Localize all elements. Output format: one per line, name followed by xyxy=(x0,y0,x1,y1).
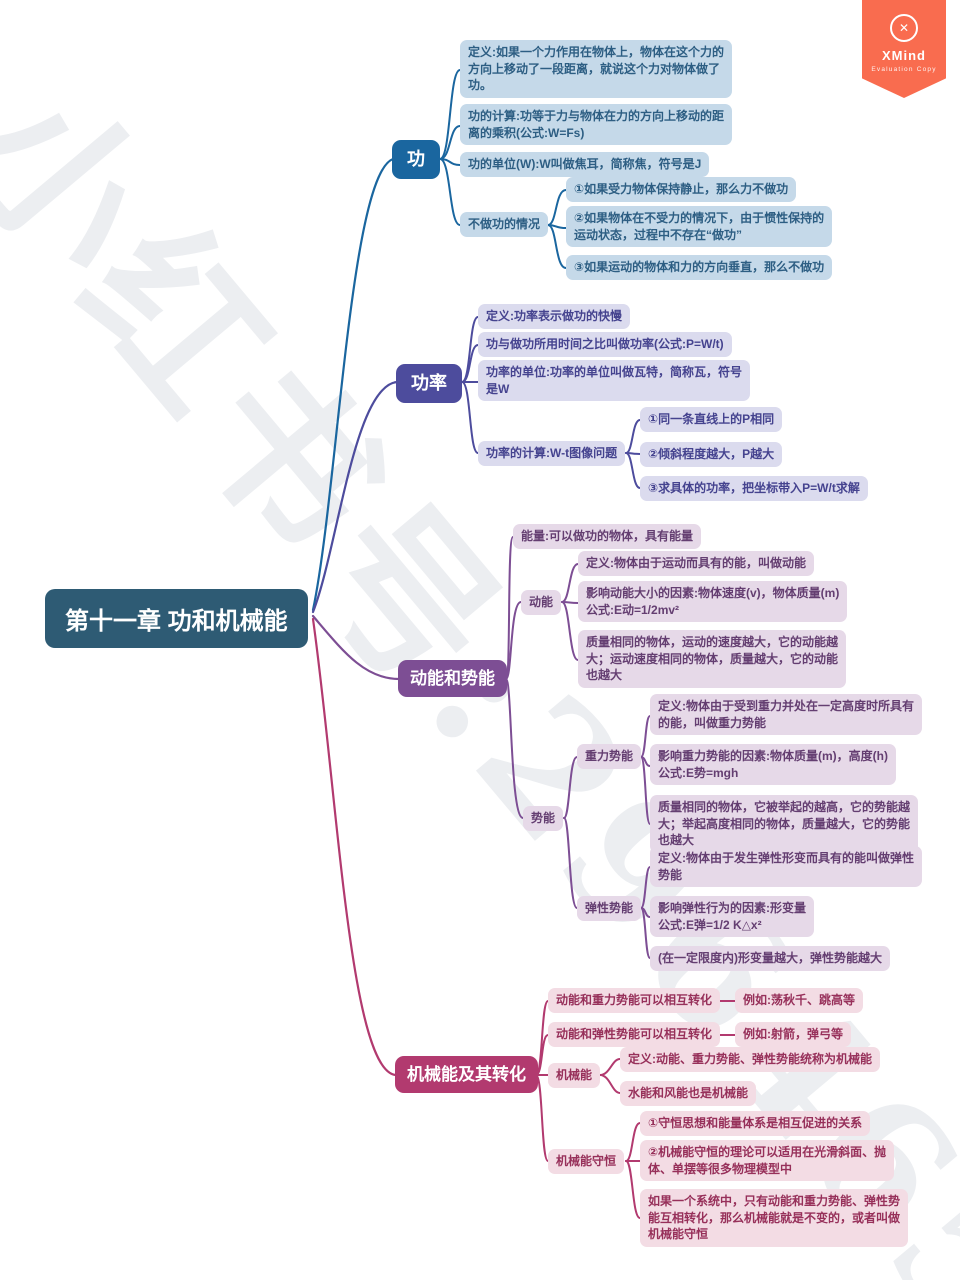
node-kinetic-compare[interactable]: 质量相同的物体，运动的速度越大，它的动能越 大；运动速度相同的物体，质量越大，它… xyxy=(578,630,847,688)
node-ke-gpe-example[interactable]: 例如:荡秋千、跳高等 xyxy=(735,988,863,1013)
node-mech-definition[interactable]: 定义:动能、重力势能、弹性势能统称为机械能 xyxy=(620,1047,880,1072)
root-connectors xyxy=(311,157,401,1077)
node-mech-conservation-2[interactable]: ②机械能守恒的理论可以适用在光滑斜面、抛 体、单摆等很多物理模型中 xyxy=(640,1140,895,1182)
node-gravity-pe-factors[interactable]: 影响重力势能的因素:物体质量(m)，高度(h) 公式:E势=mgh xyxy=(650,744,896,786)
node-kinetic[interactable]: 动能 xyxy=(521,590,562,615)
node-gravity-pe-compare[interactable]: 质量相同的物体，它被举起的越高，它的势能越 大；举起高度相同的物体，质量越大，它… xyxy=(650,795,919,853)
node-power-graph[interactable]: 功率的计算:W-t图像问题 xyxy=(478,441,626,466)
node-elastic-pe-factors[interactable]: 影响弹性行为的因素:形变量 公式:E弹=1/2 K△x² xyxy=(650,896,814,938)
node-gravity-pe-definition[interactable]: 定义:物体由于受到重力并处在一定高度时所具有 的能，叫做重力势能 xyxy=(650,694,922,736)
node-work-formula[interactable]: 功的计算:功等于力与物体在力的方向上移动的距 离的乘积(公式:W=Fs) xyxy=(460,104,732,146)
topic-kinetic-potential[interactable]: 动能和势能 xyxy=(398,660,507,698)
node-ke-gpe-convert[interactable]: 动能和重力势能可以相互转化 xyxy=(548,988,721,1013)
node-gravity-pe[interactable]: 重力势能 xyxy=(577,744,642,769)
node-power-unit[interactable]: 功率的单位:功率的单位叫做瓦特，简称瓦，符号 是W xyxy=(478,360,750,402)
node-mech-water-wind[interactable]: 水能和风能也是机械能 xyxy=(620,1081,757,1106)
node-mech-conservation[interactable]: 机械能守恒 xyxy=(548,1149,625,1174)
topic-power[interactable]: 功率 xyxy=(396,364,462,403)
node-no-work-case1[interactable]: ①如果受力物体保持静止，那么力不做功 xyxy=(566,177,797,202)
root-topic[interactable]: 第十一章 功和机械能 xyxy=(45,589,308,648)
node-mech[interactable]: 机械能 xyxy=(548,1063,601,1088)
node-power-graph-1[interactable]: ①同一条直线上的P相同 xyxy=(640,407,783,432)
node-ke-epe-example[interactable]: 例如:射箭，弹弓等 xyxy=(735,1022,851,1047)
node-power-graph-3[interactable]: ③求具体的功率，把坐标带入P=W/t求解 xyxy=(640,476,868,501)
energy-branch-connectors xyxy=(505,536,651,959)
work-branch-connectors xyxy=(439,69,567,269)
node-power-definition[interactable]: 定义:功率表示做功的快慢 xyxy=(478,304,630,329)
node-no-work[interactable]: 不做功的情况 xyxy=(460,212,549,237)
node-kinetic-definition[interactable]: 定义:物体由于运动而具有的能，叫做动能 xyxy=(578,551,814,576)
node-work-definition[interactable]: 定义:如果一个力作用在物体上，物体在这个力的 方向上移动了一段距离，就说这个力对… xyxy=(460,40,732,98)
node-elastic-pe-limit[interactable]: (在一定限度内)形变量越大，弹性势能越大 xyxy=(650,946,890,971)
node-elastic-pe-definition[interactable]: 定义:物体由于发生弹性形变而具有的能叫做弹性 势能 xyxy=(650,846,922,888)
topic-work[interactable]: 功 xyxy=(392,140,440,179)
node-work-unit[interactable]: 功的单位(W):W叫做焦耳，简称焦，符号是J xyxy=(460,152,710,177)
power-branch-connectors xyxy=(461,316,641,489)
node-mech-conservation-3[interactable]: 如果一个系统中，只有动能和重力势能、弹性势 能互相转化，那么机械能就是不变的，或… xyxy=(640,1189,909,1247)
node-elastic-pe[interactable]: 弹性势能 xyxy=(577,896,642,921)
node-power-formula[interactable]: 功与做功所用时间之比叫做功率(公式:P=W/t) xyxy=(478,332,732,357)
node-potential[interactable]: 势能 xyxy=(523,806,564,831)
node-ke-epe-convert[interactable]: 动能和弹性势能可以相互转化 xyxy=(548,1022,721,1047)
node-power-graph-2[interactable]: ②倾斜程度越大，P越大 xyxy=(640,442,783,467)
node-kinetic-factors[interactable]: 影响动能大小的因素:物体速度(v)，物体质量(m) 公式:E动=1/2mv² xyxy=(578,581,848,623)
xmind-logo-icon: ✕ xyxy=(890,14,918,42)
node-no-work-case2[interactable]: ②如果物体在不受力的情况下，由于惯性保持的 运动状态，过程中不存在“做功” xyxy=(566,206,833,248)
topic-mechanical-energy[interactable]: 机械能及其转化 xyxy=(395,1056,538,1094)
xmind-badge-title: XMind xyxy=(882,48,926,63)
xmind-badge[interactable]: ✕ XMind Evaluation Copy xyxy=(862,0,946,98)
node-energy[interactable]: 能量:可以做功的物体，具有能量 xyxy=(513,524,701,549)
node-no-work-case3[interactable]: ③如果运动的物体和力的方向垂直，那么不做功 xyxy=(566,255,833,280)
node-mech-conservation-1[interactable]: ①守恒思想和能量体系是相互促进的关系 xyxy=(640,1111,871,1136)
xmind-badge-subtitle: Evaluation Copy xyxy=(871,66,937,73)
